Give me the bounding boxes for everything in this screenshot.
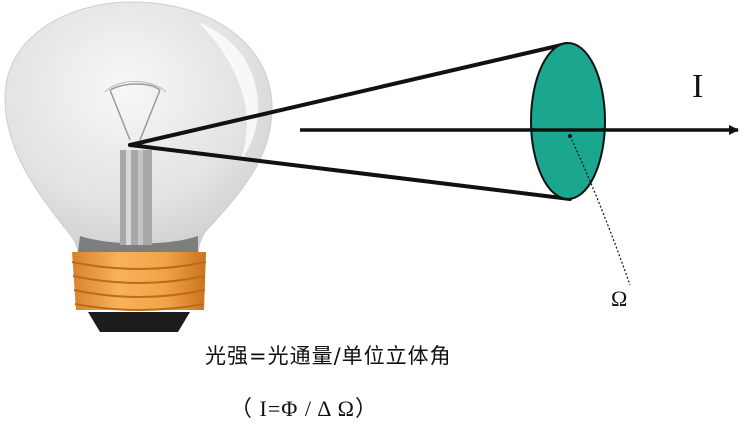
omega-pointer bbox=[569, 135, 631, 286]
bulb-highlight bbox=[198, 22, 258, 162]
solid-angle-area bbox=[530, 42, 606, 200]
formula-equation: （ I=Φ / Δ Ω） bbox=[230, 396, 378, 421]
filament-stem bbox=[120, 150, 152, 245]
formula-description: 光强=光通量/单位立体角 bbox=[205, 344, 452, 368]
filament bbox=[109, 83, 161, 141]
intensity-label: I bbox=[692, 68, 704, 105]
solid-angle-cone bbox=[128, 42, 606, 201]
bulb-base bbox=[71, 252, 207, 332]
solid-angle-label: Ω bbox=[611, 286, 628, 311]
bulb-glass bbox=[4, 1, 273, 253]
light-bulb-icon bbox=[4, 1, 273, 332]
